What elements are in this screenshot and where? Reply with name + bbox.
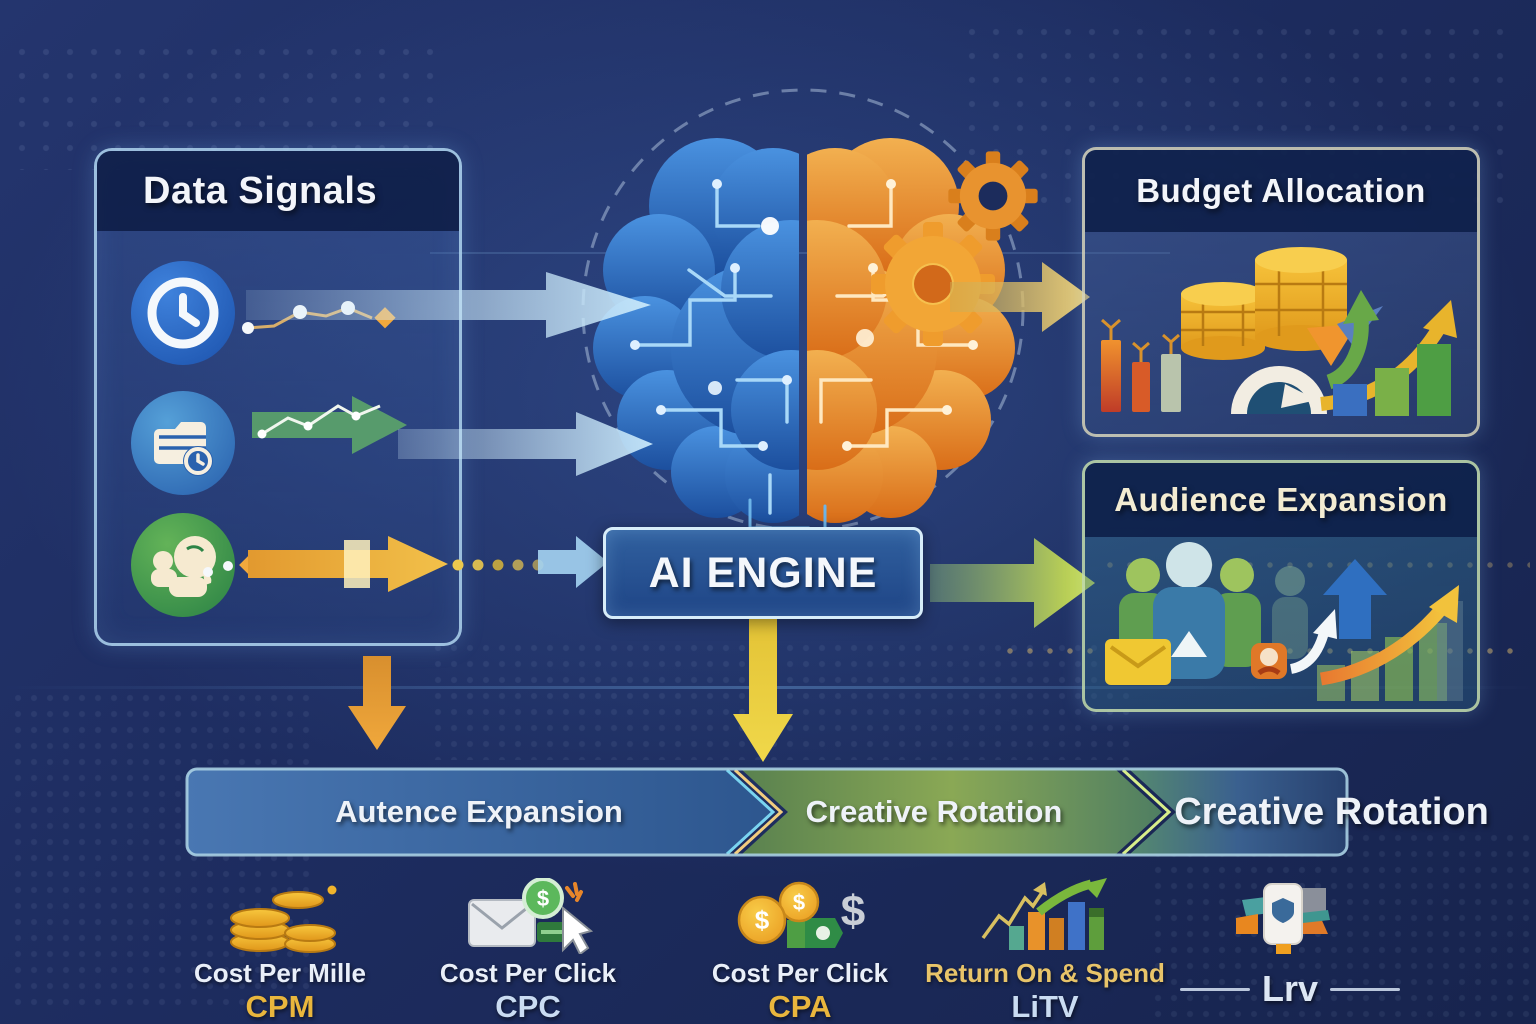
- envelope-click-icon: $: [468, 878, 593, 954]
- candle-bars-icon: [1101, 318, 1181, 412]
- flow-arrow-blue: [246, 272, 651, 338]
- metric-cpa: $ $ $ Cost Per Click CPA: [680, 878, 920, 1024]
- budget-allocation-art: [1085, 232, 1477, 434]
- gold-growth-arrow-icon: [1319, 585, 1459, 686]
- envelope-icon: [1105, 639, 1171, 685]
- data-signals-header: Data Signals: [97, 151, 459, 231]
- flow-arrow-green: [252, 396, 407, 454]
- metric-abbr: CPC: [495, 989, 561, 1024]
- green-growth-arrow-icon: [1326, 290, 1379, 390]
- chevron-divider-icon: [1121, 768, 1172, 856]
- banner-label-2: Creative Rotation: [805, 794, 1063, 829]
- budget-allocation-box: Budget Allocation: [1082, 147, 1480, 437]
- metric-label: Cost Per Click: [439, 958, 617, 988]
- decorative-line: [1180, 987, 1250, 991]
- svg-text:$: $: [841, 887, 865, 936]
- chevron-divider-icon: [725, 768, 776, 856]
- budget-allocation-title: Budget Allocation: [1136, 172, 1426, 209]
- blue-up-arrow-icon: [1323, 559, 1387, 639]
- flow-arrow-blue-small: [538, 536, 608, 588]
- svg-text:$: $: [793, 890, 805, 915]
- process-banner: Autence Expansion Creative Rotation Crea…: [184, 766, 1489, 858]
- data-folder-icon: [131, 391, 235, 495]
- metric-abbr: CPA: [768, 989, 832, 1024]
- audience-expansion-art: [1085, 537, 1477, 709]
- flow-arrow-blue: [398, 412, 653, 476]
- data-signals-title: Data Signals: [143, 169, 378, 212]
- banner-label-1: Autence Expansion: [335, 794, 623, 829]
- audience-expansion-header: Audience Expansion: [1085, 463, 1477, 537]
- banner-segment-3: [1129, 769, 1347, 855]
- metric-abbr: LiTV: [1011, 989, 1079, 1024]
- clock-icon: [131, 261, 235, 365]
- flow-arrow-gold: [248, 536, 448, 592]
- bar-chart-icon: [1333, 344, 1451, 416]
- metric-label: Cost Per Mille: [194, 958, 366, 988]
- metric-abbr: Lrv: [1261, 968, 1319, 1009]
- badge-icon: [1251, 643, 1287, 679]
- gauge-icon: [1231, 366, 1327, 414]
- banner-segment-2: [741, 769, 1162, 855]
- audience-expansion-box: Audience Expansion: [1082, 460, 1480, 712]
- metric-abbr: CPM: [245, 989, 315, 1024]
- flow-arrow-gold-right: [950, 262, 1090, 332]
- audience-expansion-title: Audience Expansion: [1114, 481, 1448, 518]
- down-arrow-yellow: [733, 612, 793, 762]
- audience-people-icon: [131, 513, 235, 617]
- storefront-card-icon: [1236, 883, 1330, 954]
- growth-bars-icon: [981, 878, 1107, 950]
- metric-ltv: Return On & Spend LiTV: [905, 878, 1185, 1024]
- white-curve-arrow-icon: [1289, 609, 1337, 674]
- flow-arrow-yellowgreen: [930, 538, 1095, 628]
- decorative-line: [1330, 987, 1400, 991]
- svg-text:$: $: [537, 886, 549, 911]
- banner-segment-1: [187, 769, 774, 855]
- budget-allocation-header: Budget Allocation: [1085, 150, 1477, 232]
- metric-cpc: $ Cost Per Click CPC: [408, 878, 648, 1024]
- metric-lrv: Lrv: [1180, 878, 1400, 1010]
- orange-circuit-hemisphere: [807, 138, 1015, 523]
- gear-icon: [948, 151, 1038, 241]
- chevron-divider-icon: [733, 768, 784, 856]
- banner-label-3: Creative Rotation: [1174, 790, 1489, 833]
- people-group-icon: [1119, 542, 1308, 679]
- dotted-trail: [452, 559, 544, 571]
- svg-text:$: $: [755, 905, 770, 935]
- metric-label: Cost Per Click: [711, 958, 889, 988]
- metric-cpm: Cost Per Mille CPM: [170, 878, 390, 1024]
- gold-coins-icon: [230, 885, 337, 953]
- down-arrow-orange: [348, 656, 406, 750]
- metric-label: Return On & Spend: [925, 958, 1165, 988]
- ai-engine-node: AI ENGINE: [603, 527, 923, 619]
- ai-engine-label: AI ENGINE: [648, 548, 878, 597]
- dollar-coins-icon: $ $ $: [737, 881, 865, 948]
